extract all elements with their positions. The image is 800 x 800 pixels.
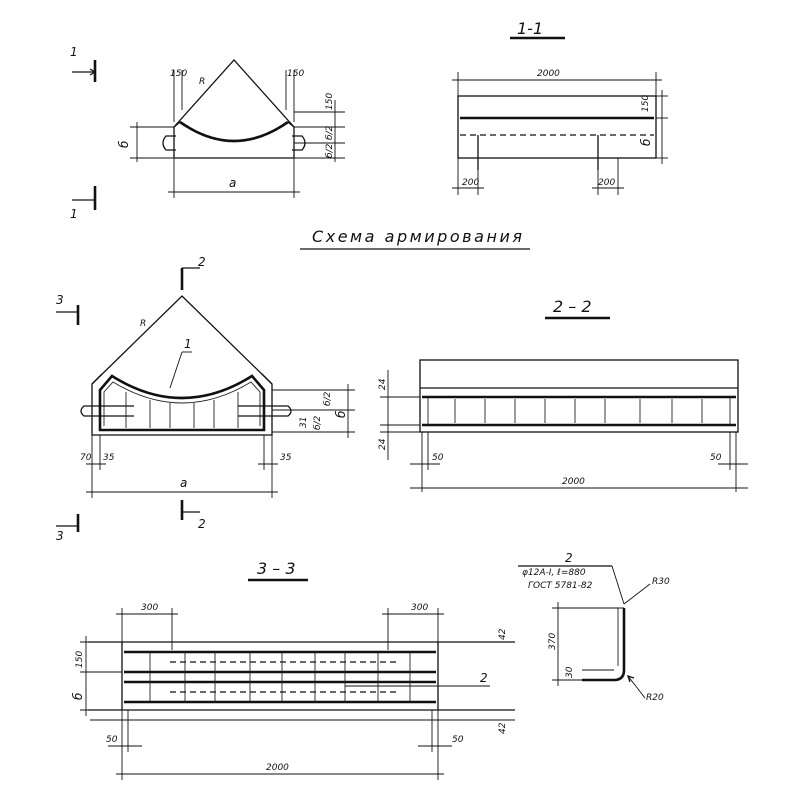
dim-b-right: б (639, 138, 653, 146)
detail-2: 2 φ12А-I, ℓ=880 ГОСТ 5781-82 R30 R20 370… (518, 551, 670, 703)
radius-label-top: R (199, 77, 205, 87)
dim-2000-3-3: 2000 (266, 763, 289, 773)
section-1-1: 1-1 2000 150 б 200 200 (452, 19, 668, 195)
callout-2: 2 (480, 671, 488, 685)
dim-150-right: 150 (641, 95, 651, 112)
dim-70: 70 (80, 453, 92, 463)
detail-2-number: 2 (565, 551, 573, 565)
dim-right-150: 150 (287, 69, 304, 79)
section-3-3-title: 3 – 3 (257, 559, 296, 578)
cut-2-bottom: 2 (198, 517, 206, 531)
dim-24-top: 24 (378, 378, 388, 390)
dim-half-b-mid-upper: б/2 (323, 391, 333, 406)
dim-2000-2-2: 2000 (562, 477, 585, 487)
cut-label-1-top: 1 (70, 45, 78, 59)
radius-r20: R20 (646, 693, 664, 703)
dim-a-top: а (229, 176, 236, 190)
dim-370: 370 (548, 633, 558, 650)
cut-label-1-bottom: 1 (70, 207, 78, 221)
dim-50-right-3-3: 50 (452, 735, 464, 745)
dim-30-detail: 30 (565, 666, 575, 678)
radius-label-mid: R (140, 319, 146, 329)
radius-r30: R30 (652, 577, 670, 587)
dim-right-150-vertical: 150 (325, 93, 335, 110)
stirrup-ticks-2-2 (454, 399, 703, 423)
dim-half-b-lower: б/2 (325, 143, 335, 158)
section-2-2-title: 2 – 2 (553, 297, 592, 316)
dim-50-left-3-3: 50 (106, 735, 118, 745)
dim-200-left: 200 (462, 178, 479, 188)
dim-42-bottom: 42 (498, 722, 508, 734)
callout-1: 1 (184, 337, 192, 351)
section-3-3: 3 – 3 2 3 (71, 559, 515, 780)
dim-300-left: 300 (141, 603, 158, 613)
dim-50-left-2-2: 50 (432, 453, 444, 463)
dim-half-b-upper: б/2 (325, 125, 335, 140)
top-left-panel: 1 1 150 150 R 150 б/2 б/2 б (70, 45, 345, 221)
cut-2-top: 2 (198, 255, 206, 269)
dim-150-3-3: 150 (75, 651, 85, 668)
mid-left-panel: 2 2 3 3 1 R б/2 б/2 (56, 255, 355, 543)
dim-42-top: 42 (498, 628, 508, 640)
section-2-2: 2 – 2 24 24 50 5 (378, 297, 748, 492)
dim-35-left: 35 (103, 453, 115, 463)
detail-2-spec-1: φ12А-I, ℓ=880 (522, 568, 586, 578)
stirrup-ticks-3-3 (149, 652, 411, 702)
dim-31: 31 (299, 417, 309, 428)
section-1-1-title: 1-1 (517, 19, 543, 38)
dim-200-right: 200 (598, 178, 615, 188)
dim-50-right-2-2: 50 (710, 453, 722, 463)
dim-35-right: 35 (280, 453, 292, 463)
dim-b-mid: б (334, 410, 348, 418)
cut-3-top: 3 (56, 293, 64, 307)
dim-b-left: б (117, 140, 131, 148)
dim-a-mid: а (180, 476, 187, 490)
dim-b-3-3: б (71, 692, 85, 700)
scheme-title: Схема армирования (312, 227, 522, 246)
dim-half-b-mid-lower: б/2 (313, 415, 323, 430)
cut-3-bottom: 3 (56, 529, 64, 543)
dim-24-bottom: 24 (378, 438, 388, 450)
dim-left-150: 150 (170, 69, 187, 79)
detail-2-spec-2: ГОСТ 5781-82 (528, 581, 593, 591)
dim-2000-top: 2000 (537, 69, 560, 79)
dim-300-right: 300 (411, 603, 428, 613)
